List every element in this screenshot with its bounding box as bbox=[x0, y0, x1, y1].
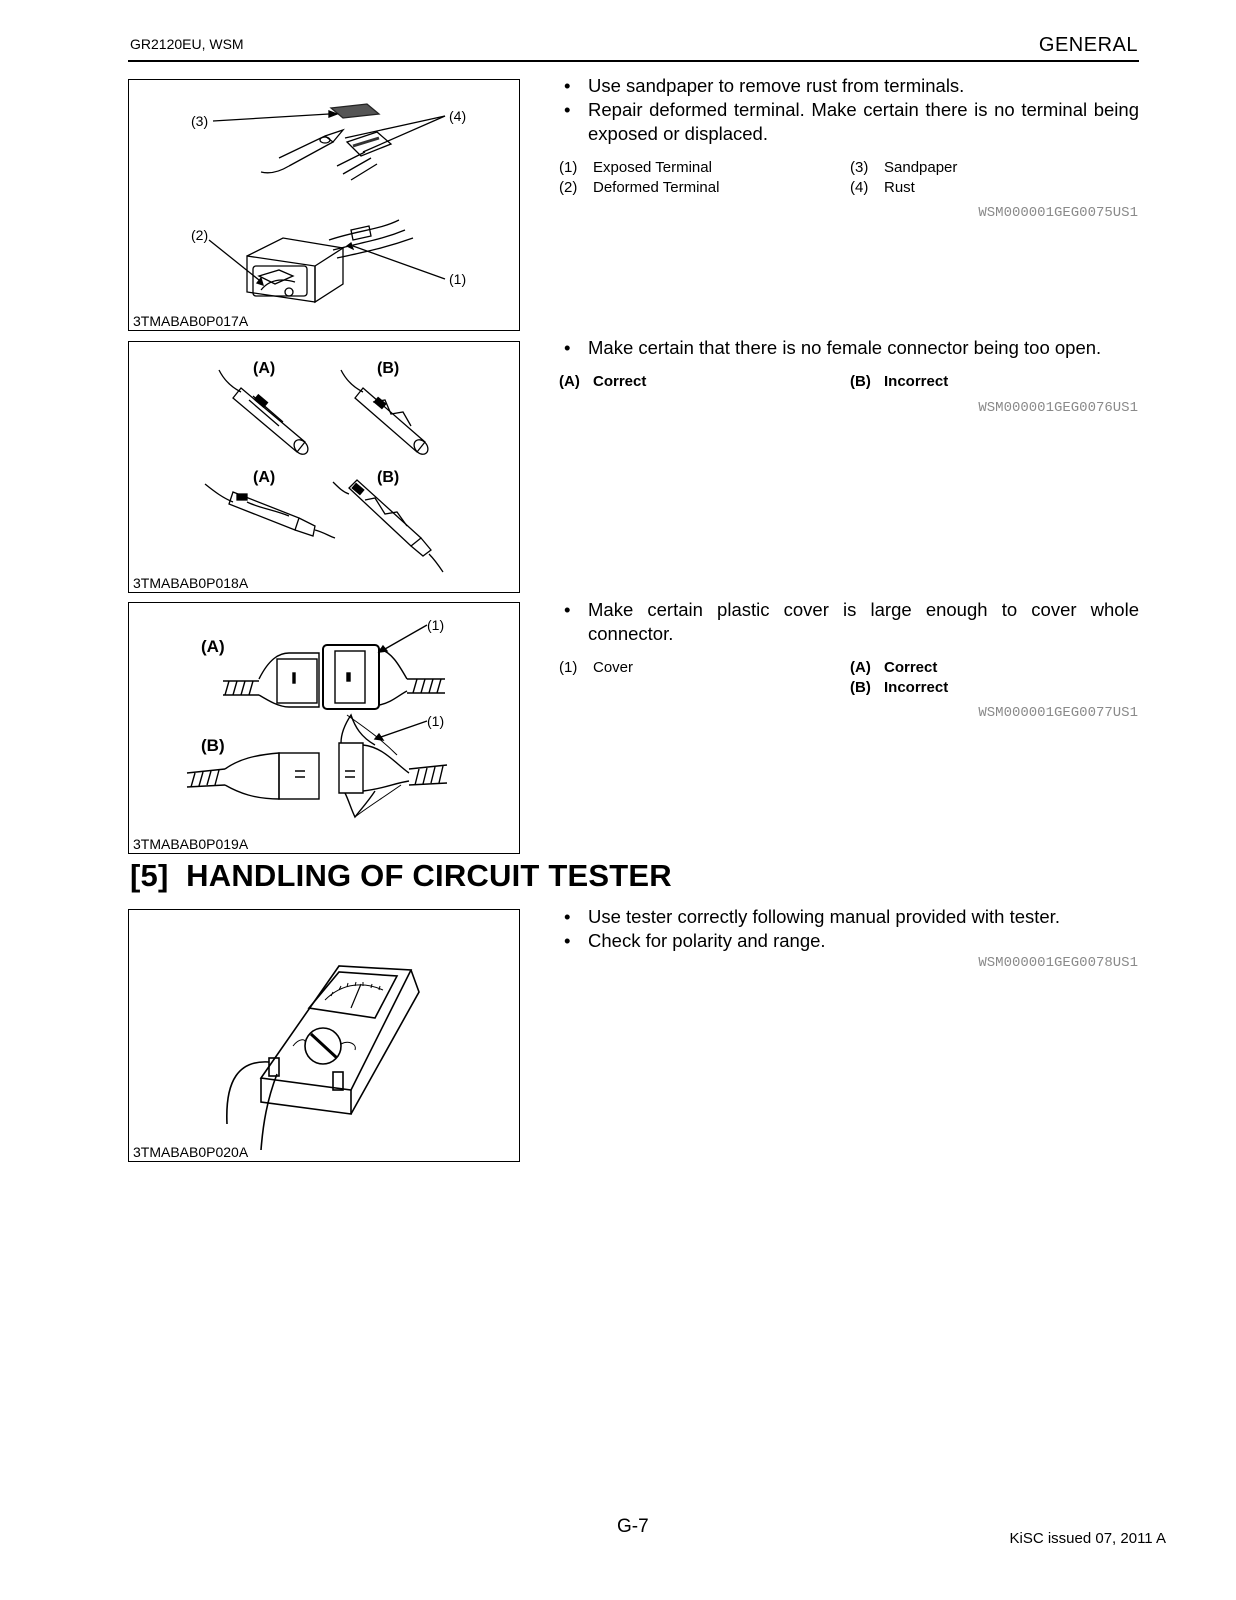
reference-code: WSM000001GEG0077US1 bbox=[978, 705, 1138, 721]
legend-number: (1) bbox=[559, 659, 578, 676]
legend-item: (A) Correct bbox=[850, 658, 937, 678]
callout-label: (2) bbox=[191, 227, 208, 243]
instruction-item: Make certain plastic cover is large enou… bbox=[562, 598, 1139, 646]
callout-label: (1) bbox=[427, 713, 444, 729]
legend-item: (2) Deformed Terminal bbox=[559, 178, 719, 198]
callout-label: (4) bbox=[449, 108, 466, 124]
figure-id: 3TMABAB0P020A bbox=[133, 1144, 249, 1160]
reference-code: WSM000001GEG0078US1 bbox=[978, 955, 1138, 971]
callout-label: (A) bbox=[201, 637, 225, 656]
legend-label: Deformed Terminal bbox=[593, 179, 720, 196]
section-number: [5] bbox=[130, 858, 169, 893]
legend-label: Cover bbox=[593, 659, 634, 676]
legend-number: (4) bbox=[850, 179, 869, 196]
legend-item: (3) Sandpaper bbox=[850, 158, 957, 178]
plastic-cover-illustration: (1) (A) (1) (B) bbox=[186, 617, 448, 819]
legend-item: (B) Incorrect bbox=[850, 678, 948, 698]
callout-label: (A) bbox=[253, 469, 275, 486]
figure-id: 3TMABAB0P018A bbox=[133, 575, 249, 591]
figure-terminal-repair: (3) (4) (2) (1) 3TMABAB0P017A bbox=[128, 79, 520, 331]
instruction-list: Use tester correctly following manual pr… bbox=[562, 905, 1139, 953]
legend-number: (3) bbox=[850, 159, 869, 176]
legend-number: (A) bbox=[559, 373, 580, 390]
header-section: GENERAL bbox=[1038, 34, 1138, 56]
instruction-item: Make certain that there is no female con… bbox=[562, 336, 1139, 360]
instruction-item: Use tester correctly following manual pr… bbox=[562, 905, 1139, 929]
legend-number: (B) bbox=[850, 679, 871, 696]
legend-label: Rust bbox=[884, 179, 915, 196]
figure-circuit-tester: 3TMABAB0P020A bbox=[128, 909, 520, 1162]
legend-item: (1) Exposed Terminal bbox=[559, 158, 712, 178]
figure-id: 3TMABAB0P019A bbox=[133, 836, 249, 852]
callout-label: (1) bbox=[427, 617, 444, 633]
legend-label: Incorrect bbox=[884, 679, 949, 696]
callout-label: (B) bbox=[201, 736, 225, 755]
header-model: GR2120EU, WSM bbox=[130, 36, 244, 52]
header-rule bbox=[128, 60, 1139, 62]
legend-item: (1) Cover bbox=[559, 658, 633, 678]
legend-item: (4) Rust bbox=[850, 178, 915, 198]
callout-label: (3) bbox=[191, 113, 208, 129]
section-heading: [5] HANDLING OF CIRCUIT TESTER bbox=[130, 858, 672, 894]
legend-number: (A) bbox=[850, 659, 871, 676]
legend-item: (A) Correct bbox=[559, 372, 646, 392]
callout-label: (A) bbox=[253, 360, 275, 377]
section-title-text: HANDLING OF CIRCUIT TESTER bbox=[186, 858, 672, 893]
terminal-repair-illustration: (3) (4) (2) (1) bbox=[191, 103, 466, 304]
callout-label: (1) bbox=[449, 271, 466, 287]
legend-number: (2) bbox=[559, 179, 578, 196]
legend-label: Correct bbox=[593, 373, 647, 390]
instruction-item: Use sandpaper to remove rust from termin… bbox=[562, 74, 1139, 98]
page-number: G-7 bbox=[617, 1516, 649, 1537]
reference-code: WSM000001GEG0075US1 bbox=[978, 205, 1138, 221]
instruction-item: Check for polarity and range. bbox=[562, 929, 1139, 953]
legend-label: Exposed Terminal bbox=[593, 159, 712, 176]
figure-plastic-cover: (1) (A) (1) (B) 3TMABAB0P019A bbox=[128, 602, 520, 854]
female-connector-illustration: (A) (B) (A) (B) bbox=[204, 360, 444, 573]
figure-female-connector: (A) (B) (A) (B) 3TMABAB0P018A bbox=[128, 341, 520, 593]
issue-info: KiSC issued 07, 2011 A bbox=[1009, 1530, 1167, 1547]
instruction-list: Use sandpaper to remove rust from termin… bbox=[562, 74, 1139, 146]
legend-label: Sandpaper bbox=[884, 159, 958, 176]
instruction-list: Make certain that there is no female con… bbox=[562, 336, 1139, 360]
legend-number: (1) bbox=[559, 159, 578, 176]
legend-number: (B) bbox=[850, 373, 871, 390]
legend-label: Incorrect bbox=[884, 373, 949, 390]
legend-label: Correct bbox=[884, 659, 938, 676]
legend-item: (B) Incorrect bbox=[850, 372, 948, 392]
instruction-item: Repair deformed terminal. Make certain t… bbox=[562, 98, 1139, 146]
callout-label: (B) bbox=[377, 469, 399, 486]
reference-code: WSM000001GEG0076US1 bbox=[978, 400, 1138, 416]
figure-id: 3TMABAB0P017A bbox=[133, 313, 249, 329]
callout-label: (B) bbox=[377, 360, 399, 377]
circuit-tester-illustration bbox=[226, 965, 420, 1151]
instruction-list: Make certain plastic cover is large enou… bbox=[562, 598, 1139, 646]
